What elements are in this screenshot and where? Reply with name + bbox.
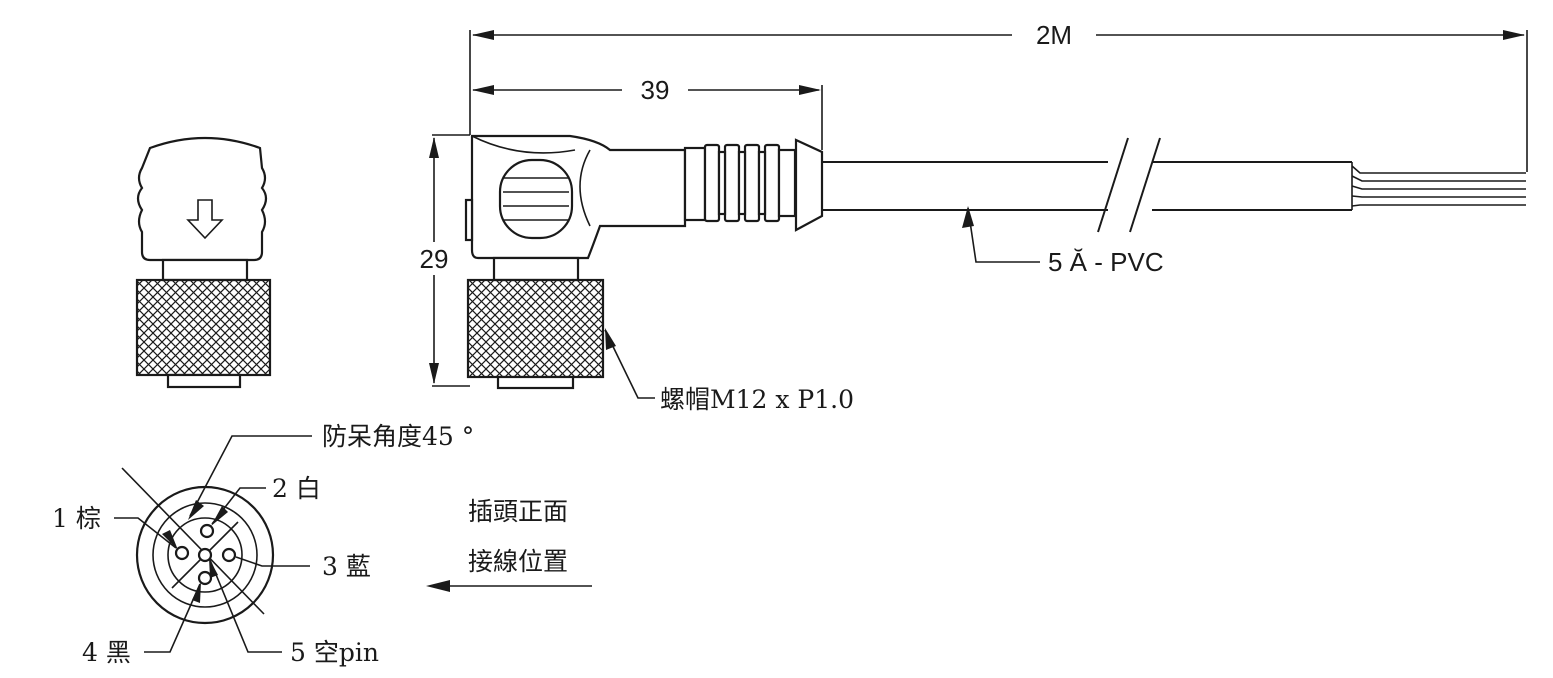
down-arrow-icon	[186, 199, 224, 240]
pin-face-view	[114, 435, 312, 653]
top-view-neck	[161, 258, 249, 282]
cable	[822, 137, 1526, 233]
connector-top-icon	[136, 136, 268, 262]
dim-overall-length: 2M	[1036, 20, 1072, 50]
dim-body-height: 29	[420, 244, 449, 274]
nut-spec-label: 螺帽M12 x P1.0	[660, 385, 854, 414]
top-view-foot	[166, 373, 242, 389]
grip-window	[498, 158, 574, 240]
pin-3	[221, 547, 237, 563]
face-direction-arrow	[426, 580, 450, 592]
connector-side-view	[429, 30, 1528, 399]
pin-1-label: 1 棕	[52, 504, 101, 533]
side-view-nut	[466, 278, 605, 379]
pin-1	[174, 545, 190, 561]
face-note-line-2: 接線位置	[468, 547, 568, 576]
face-note-line-1: 插頭正面	[468, 497, 568, 526]
pin-3-label: 3 藍	[322, 552, 371, 581]
dim-body-length: 39	[641, 75, 670, 105]
cable-spec-label: 5 Ă - PVC	[1048, 247, 1164, 277]
top-view-nut	[135, 278, 272, 377]
pin-4-label: 4 黑	[82, 638, 131, 667]
keying-angle-label: 防呆角度45 °	[322, 422, 474, 451]
pin-4	[197, 570, 213, 586]
pin-2	[199, 523, 215, 539]
connector-top-view	[135, 136, 272, 389]
pin-2-label: 2 白	[272, 474, 321, 503]
pin-5-label: 5 空pin	[290, 638, 379, 667]
